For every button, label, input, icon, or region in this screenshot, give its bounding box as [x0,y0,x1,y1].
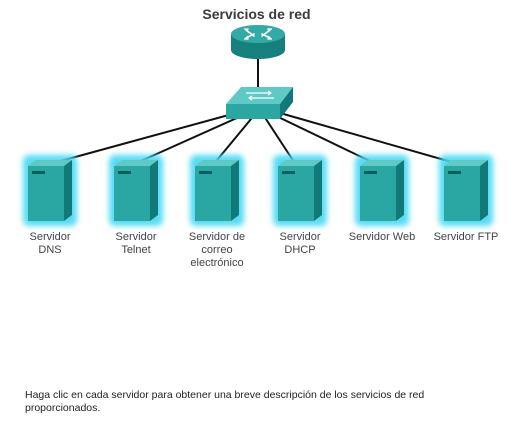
server-icon[interactable] [273,155,327,226]
server-icon[interactable] [23,155,77,226]
server-link [279,112,463,166]
server-link [45,112,237,166]
server-label: Servidor FTP [433,231,499,243]
server-icon[interactable] [190,155,244,226]
diagram-title: Servicios de red [202,6,311,22]
server-icon[interactable] [109,155,163,226]
server-icon[interactable] [355,155,409,226]
server-icon[interactable] [439,155,493,226]
instructions-text: Haga clic en cada servidor para obtener … [25,389,425,414]
server-group [23,155,493,226]
server-label: Servidor Web [348,231,416,243]
router-icon [231,25,285,59]
switch-icon [226,87,293,119]
